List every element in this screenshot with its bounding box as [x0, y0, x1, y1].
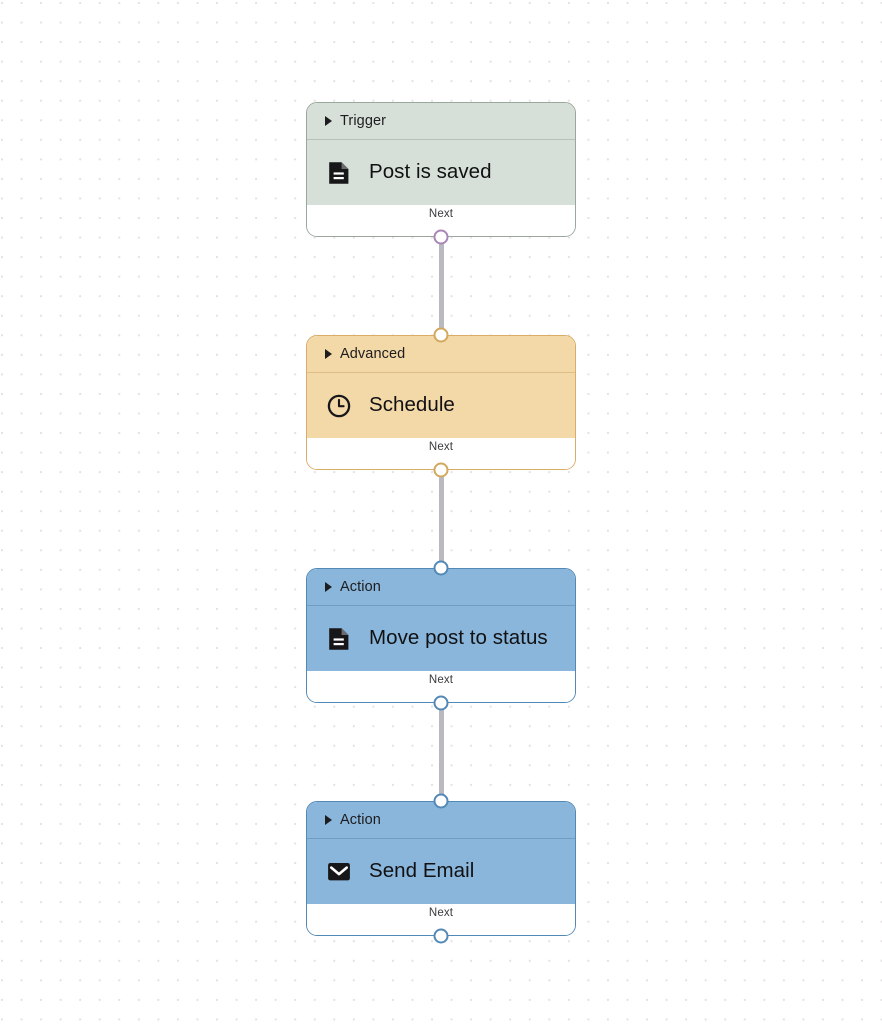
disclosure-triangle-icon[interactable] [325, 582, 332, 592]
node-category-label: Action [340, 578, 381, 595]
document-icon [327, 161, 351, 185]
node-header[interactable]: Action [307, 569, 575, 606]
node-input-port[interactable] [433, 560, 449, 576]
connector-action-move-to-send-email [306, 703, 576, 801]
disclosure-triangle-icon[interactable] [325, 116, 332, 126]
node-header[interactable]: Trigger [307, 103, 575, 140]
node-frame: Trigger Post is saved Next [306, 102, 576, 237]
node-output-port[interactable] [433, 695, 449, 711]
node-title: Post is saved [369, 160, 492, 184]
node-body[interactable]: Post is saved [307, 140, 575, 205]
document-icon [327, 627, 351, 651]
node-output-port[interactable] [433, 229, 449, 245]
node-category-label: Action [340, 811, 381, 828]
node-next-label: Next [428, 208, 454, 220]
node-output-port[interactable] [433, 462, 449, 478]
workflow-node-column: Trigger Post is saved Next [306, 102, 576, 944]
clock-icon [327, 394, 351, 418]
node-input-port[interactable] [433, 793, 449, 809]
envelope-icon [327, 860, 351, 884]
node-title: Move post to status [369, 626, 548, 650]
node-input-port[interactable] [433, 327, 449, 343]
node-frame: Action Send Email Next [306, 801, 576, 936]
node-next-label: Next [428, 674, 454, 686]
node-body[interactable]: Move post to status [307, 606, 575, 671]
workflow-node-action-move-post-to-status[interactable]: Action Move post to status Next [306, 560, 576, 711]
node-category-label: Advanced [340, 345, 406, 362]
connector-trigger-to-advanced [306, 237, 576, 335]
node-next-label: Next [428, 907, 454, 919]
connector-line [438, 237, 444, 335]
node-output-port[interactable] [433, 928, 449, 944]
workflow-node-trigger-post-is-saved[interactable]: Trigger Post is saved Next [306, 102, 576, 245]
connector-line [438, 470, 444, 568]
node-title: Send Email [369, 859, 475, 883]
workflow-node-advanced-schedule[interactable]: Advanced Schedule Next [306, 327, 576, 478]
node-frame: Advanced Schedule Next [306, 335, 576, 470]
connector-line [438, 703, 444, 801]
workflow-node-action-send-email[interactable]: Action Send Email Next [306, 793, 576, 944]
node-category-label: Trigger [340, 112, 387, 129]
node-title: Schedule [369, 393, 455, 417]
node-frame: Action Move post to status Next [306, 568, 576, 703]
node-next-label: Next [428, 441, 454, 453]
node-body[interactable]: Send Email [307, 839, 575, 904]
disclosure-triangle-icon[interactable] [325, 815, 332, 825]
node-body[interactable]: Schedule [307, 373, 575, 438]
disclosure-triangle-icon[interactable] [325, 349, 332, 359]
connector-advanced-to-action-move [306, 470, 576, 568]
